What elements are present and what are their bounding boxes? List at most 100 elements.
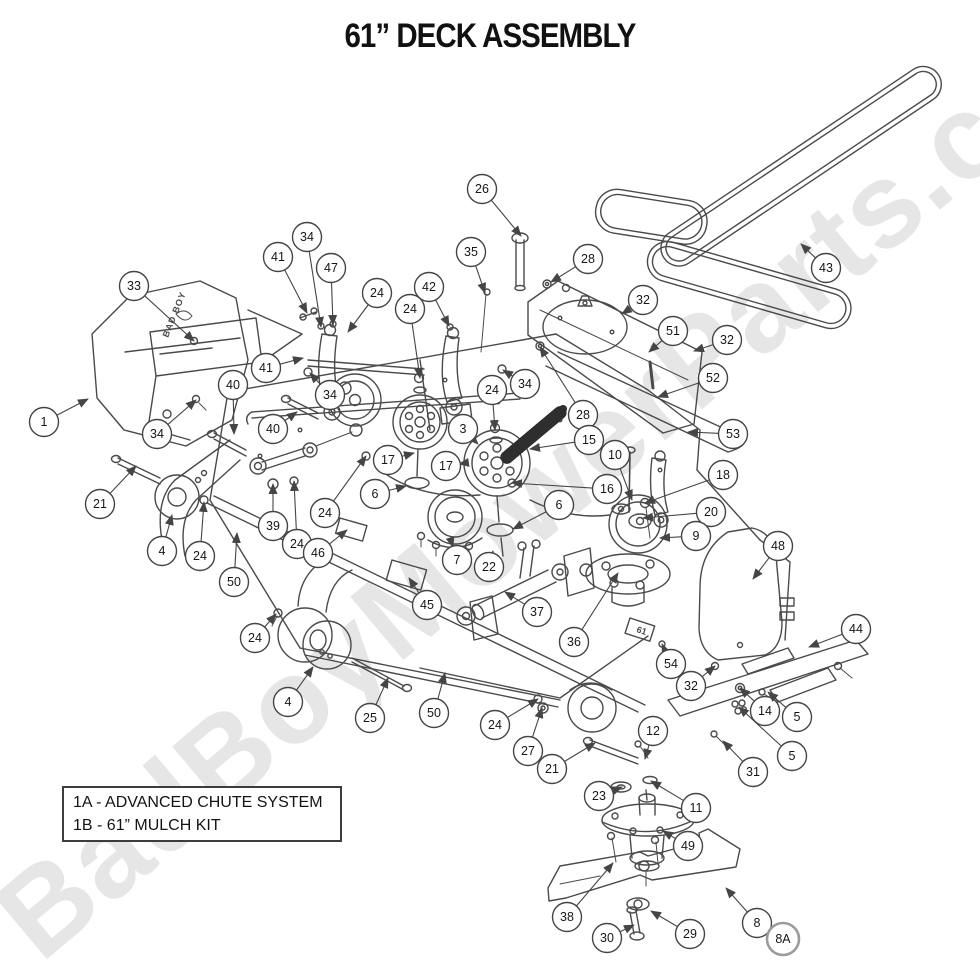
page-title: 61” DECK ASSEMBLY (344, 16, 637, 55)
leader-36 (581, 572, 619, 631)
blade-spindle-assembly (601, 775, 695, 887)
callout-46-label: 46 (311, 546, 325, 560)
deck-shell (209, 333, 791, 699)
leader-48 (752, 557, 770, 580)
callout-24-label: 24 (488, 718, 502, 732)
callout-48-circle (762, 530, 794, 562)
callout-27-circle (512, 735, 544, 767)
callout-28-label: 28 (581, 252, 595, 266)
callout-52-label: 52 (706, 371, 720, 385)
callout-48-label: 48 (771, 539, 785, 553)
callout-17-label: 17 (439, 459, 453, 473)
callout-14-circle (749, 695, 781, 727)
callout-21-label: 21 (545, 762, 559, 776)
leader-9 (659, 532, 682, 542)
leader-54 (661, 643, 671, 655)
leader-49 (662, 830, 676, 841)
callout-52-circle (697, 362, 729, 394)
callout-34-circle (291, 221, 323, 253)
leader-5 (767, 691, 787, 708)
leader-3 (467, 433, 479, 445)
callout-34-circle (509, 368, 541, 400)
callout-32-label: 32 (720, 333, 734, 347)
leader-17 (401, 451, 415, 460)
leader-27 (531, 707, 544, 738)
callout-4-label: 4 (159, 544, 166, 558)
callout-5-label: 5 (794, 710, 801, 724)
callout-50-label: 50 (227, 575, 241, 589)
callout-42-label: 42 (422, 280, 436, 294)
callout-51-circle (657, 315, 689, 347)
callout-17-circle (430, 450, 462, 482)
callout-46-circle (302, 537, 334, 569)
callout-12-label: 12 (646, 724, 660, 738)
callout-24-circle (184, 540, 216, 572)
callout-10-label: 10 (608, 448, 622, 462)
callout-1-circle (28, 406, 60, 438)
callout-35-label: 35 (464, 245, 478, 259)
callout-21-circle (536, 753, 568, 785)
callout-27-label: 27 (521, 744, 535, 758)
callout-16-circle (591, 473, 623, 505)
leader-24 (489, 404, 499, 431)
callout-36-label: 36 (567, 635, 581, 649)
leader-33 (144, 295, 195, 342)
callout-47-circle (315, 252, 347, 284)
callout-54-label: 54 (664, 657, 678, 671)
leader-31 (722, 740, 744, 762)
callout-1-label: 1 (41, 415, 48, 429)
callout-17-label: 17 (381, 453, 395, 467)
leader-28 (539, 346, 576, 404)
leader-34 (502, 369, 514, 380)
callout-24-label: 24 (485, 383, 499, 397)
callout-3-circle (447, 413, 479, 445)
callout-53-label: 53 (726, 427, 740, 441)
callout-31-label: 31 (746, 765, 760, 779)
callout-24-circle (476, 374, 508, 406)
callout-36-circle (558, 626, 590, 658)
leader-24 (264, 613, 277, 628)
callout-32-label: 32 (636, 293, 650, 307)
legend-line-1: 1A - ADVANCED CHUTE SYSTEM (73, 794, 323, 811)
leader-24 (411, 323, 424, 379)
callout-24-label: 24 (318, 506, 332, 520)
callout-24-label: 24 (370, 286, 384, 300)
callout-29-circle (674, 918, 706, 950)
callout-51-label: 51 (666, 324, 680, 338)
callout-3-label: 3 (460, 422, 467, 436)
callout-15-label: 15 (582, 433, 596, 447)
callout-8-label: 8 (754, 916, 761, 930)
leader-1 (56, 398, 89, 416)
callout-37-circle (521, 596, 553, 628)
callout-24-label: 24 (403, 302, 417, 316)
callout-45-circle (411, 589, 443, 621)
callout-4-label: 4 (285, 695, 292, 709)
callout-41-circle (262, 241, 294, 273)
callout-49-label: 49 (681, 839, 695, 853)
leader-26 (490, 199, 522, 237)
leader-29 (650, 910, 678, 928)
callout-34-label: 34 (150, 427, 164, 441)
leader-32 (621, 304, 633, 315)
leader-32 (693, 343, 714, 353)
leader-4 (164, 514, 174, 538)
callout-40-label: 40 (226, 378, 240, 392)
callout-42-circle (413, 271, 445, 303)
callout-38-circle (551, 901, 583, 933)
callout-24-circle (309, 497, 341, 529)
callout-50-circle (418, 697, 450, 729)
callout-25-label: 25 (363, 711, 377, 725)
spindle-pulleys (328, 373, 671, 607)
callout-24-circle (479, 709, 511, 741)
callout-8A-circle (765, 921, 801, 957)
warning-decals (334, 517, 428, 591)
front-caster-arm (271, 555, 413, 693)
leader-4 (295, 666, 314, 691)
callout-9-circle (680, 520, 712, 552)
callout-50-label: 50 (427, 706, 441, 720)
callout-5-circle (781, 701, 813, 733)
leader-5 (738, 706, 782, 747)
callout-37-label: 37 (530, 605, 544, 619)
